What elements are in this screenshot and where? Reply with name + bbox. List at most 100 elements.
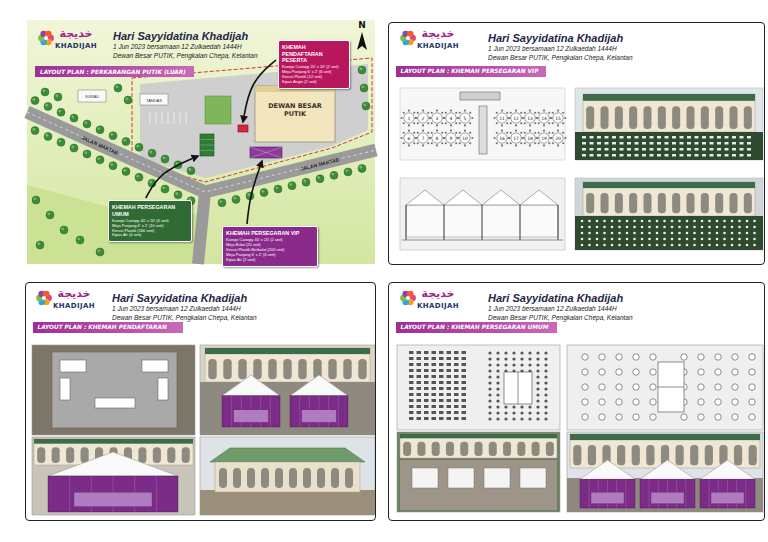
road-name: JALAN MAKTAB (81, 134, 119, 156)
chair (672, 148, 676, 151)
chair (504, 411, 507, 414)
hall-arch (303, 468, 311, 488)
table-number: 8 (436, 136, 439, 141)
chair (417, 369, 422, 372)
round-table (732, 369, 738, 375)
chair (508, 137, 510, 139)
chair (650, 154, 654, 157)
chair (445, 142, 447, 144)
round-table (650, 354, 656, 360)
round-table (460, 113, 470, 123)
tree-highlight (188, 168, 191, 171)
chair (544, 411, 547, 414)
chair (409, 411, 414, 414)
hall-arch (705, 445, 713, 465)
callout-box: KHEMAH PERSEGARAN UMUMKanopi Canopy 40' … (108, 200, 192, 242)
chair (432, 417, 437, 420)
table-number: 6 (408, 136, 411, 141)
chair (522, 117, 524, 119)
callout-box: KHEMAH PERSEGARAN VIPKanopi Canopy 40' x… (222, 226, 318, 267)
chair (536, 357, 539, 360)
round-table (404, 113, 414, 123)
chair (557, 124, 559, 126)
table (60, 360, 86, 372)
chair (424, 405, 429, 408)
chair (702, 142, 706, 145)
building-name: DEWAN BESAR PUTIK (260, 102, 330, 118)
chair (424, 393, 429, 396)
table-number: 19 (541, 136, 547, 141)
tree-highlight (331, 173, 334, 176)
chair (663, 232, 666, 235)
chair (524, 122, 526, 124)
round-table (446, 133, 456, 143)
tree-highlight (58, 140, 61, 143)
chair (417, 142, 419, 144)
hall-arch (600, 106, 608, 129)
chair (462, 417, 467, 420)
chair (562, 112, 564, 114)
chair (588, 238, 591, 241)
drape-fold (231, 396, 232, 427)
tree (41, 88, 49, 96)
chair (529, 130, 531, 132)
road (198, 192, 205, 264)
chair (403, 142, 405, 144)
chair (562, 142, 564, 144)
chair (642, 142, 646, 145)
chair (717, 148, 721, 151)
round-table (460, 133, 470, 143)
hall-arch (629, 193, 637, 213)
tree-highlight (110, 163, 113, 166)
tree (31, 97, 39, 105)
chair (642, 136, 646, 139)
chair (648, 244, 651, 247)
logo-wordmark: KHADIJAH (417, 42, 459, 50)
round-table (698, 384, 704, 390)
chair (603, 238, 606, 241)
tent-grid (200, 139, 214, 140)
chair (488, 351, 491, 354)
chair (633, 238, 636, 241)
tree (109, 132, 117, 140)
chair (429, 117, 431, 119)
chair (401, 117, 403, 119)
pavement (200, 382, 375, 435)
hall-arch (153, 447, 161, 463)
chair (686, 244, 689, 247)
chair (415, 117, 417, 119)
chair (536, 375, 539, 378)
chair (710, 154, 714, 157)
chair (686, 238, 689, 241)
chair (590, 136, 594, 139)
tree (148, 149, 156, 157)
chair (431, 132, 433, 134)
chair (753, 220, 756, 223)
chair (544, 387, 547, 390)
tree (124, 96, 132, 104)
chair (454, 417, 459, 420)
chair (620, 154, 624, 157)
chair (417, 357, 422, 360)
chair (665, 148, 669, 151)
logo-arabic: خديجة (421, 287, 454, 300)
road-name: JALAN MAKTAB (300, 156, 340, 171)
round-table (749, 384, 755, 390)
chair (447, 369, 452, 372)
round-table (599, 399, 605, 405)
chair (462, 399, 467, 402)
chair (633, 244, 636, 247)
chair (648, 220, 651, 223)
chair (588, 220, 591, 223)
round-table (582, 384, 588, 390)
round-table (511, 113, 521, 123)
round-table (698, 414, 704, 420)
chair (596, 226, 599, 229)
chair (672, 136, 676, 139)
chair (695, 148, 699, 151)
chair (738, 244, 741, 247)
tree (232, 195, 240, 203)
tree-highlight (162, 156, 165, 159)
chair (671, 226, 674, 229)
tree-highlight (32, 128, 35, 131)
